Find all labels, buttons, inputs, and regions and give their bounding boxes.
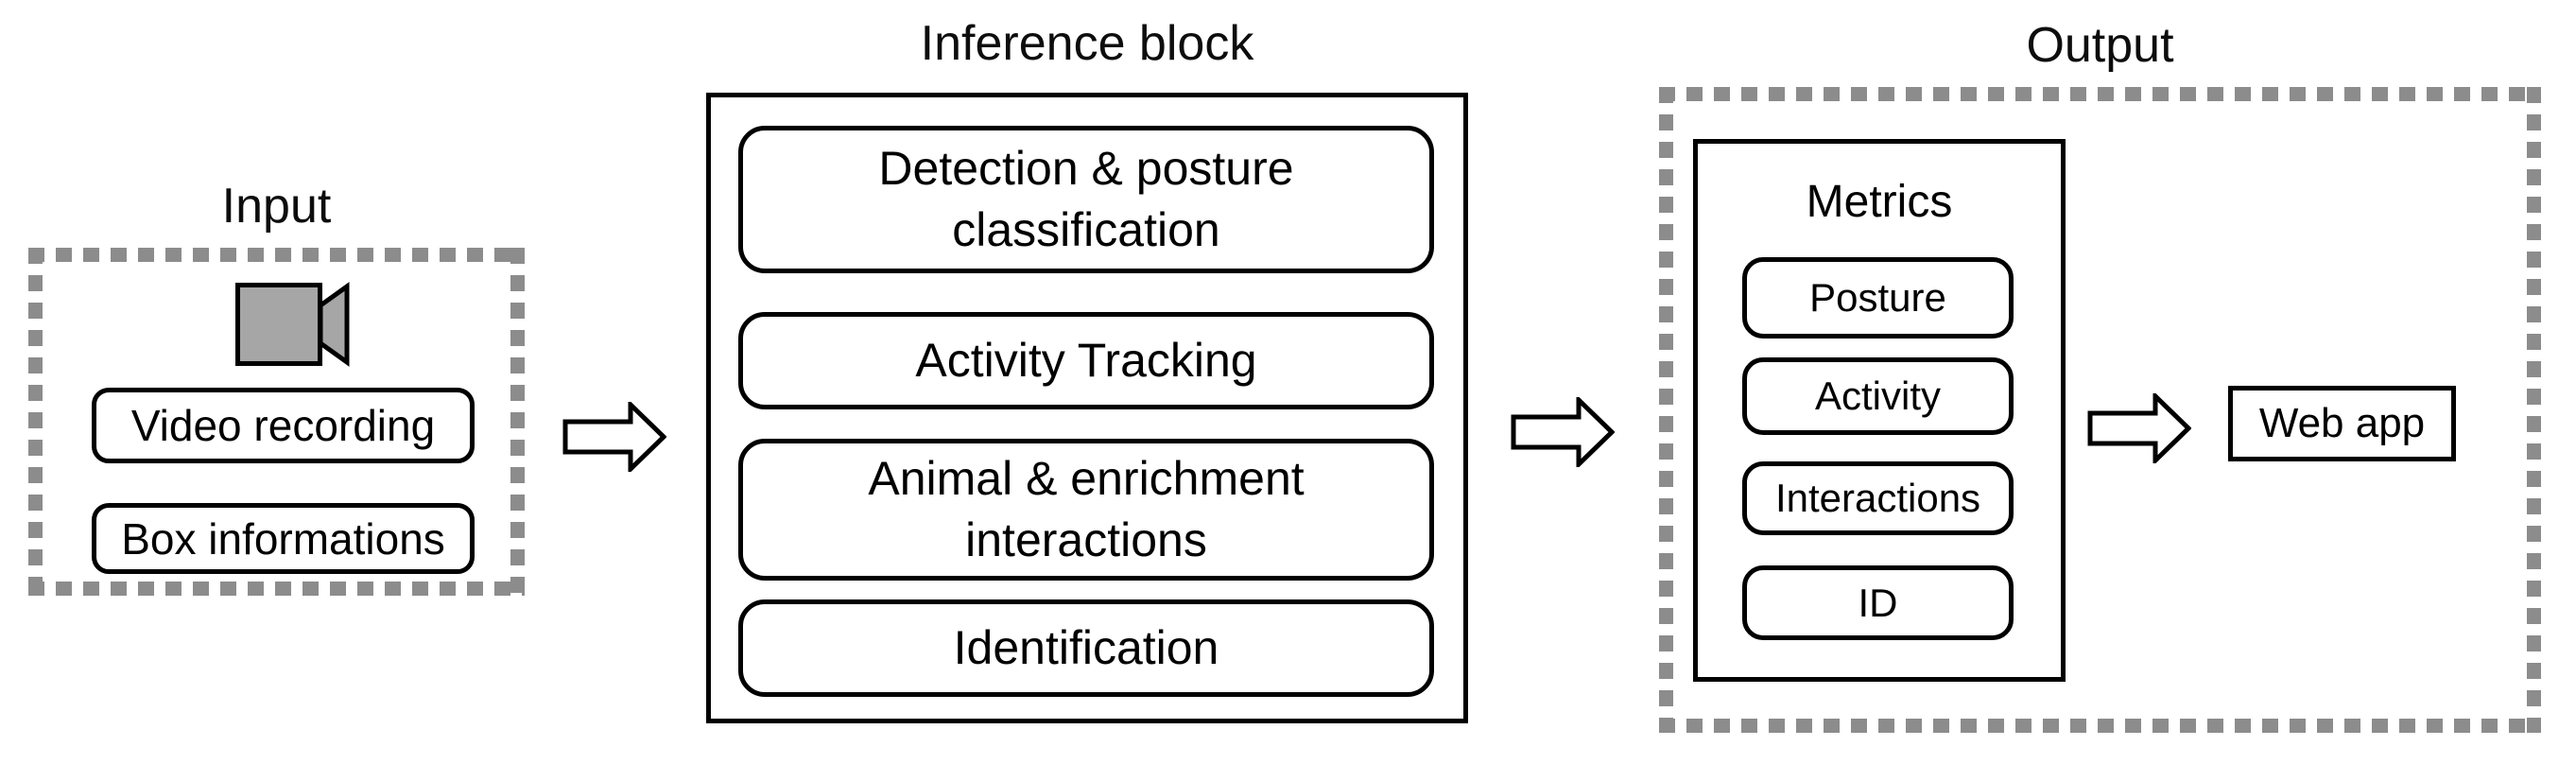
metric-item-label: ID [1858, 580, 1898, 625]
inference-step-label: Detection & posture classification [878, 142, 1294, 256]
inference-step-animal-enrichment: Animal & enrichment interactions [738, 439, 1434, 581]
inference-step-detection-posture: Detection & posture classification [738, 126, 1434, 273]
inference-step-identification: Identification [738, 599, 1434, 697]
inference-step-activity-tracking: Activity Tracking [738, 312, 1434, 409]
webapp-label: Web app [2258, 400, 2426, 446]
metric-item-activity: Activity [1742, 357, 2014, 435]
metric-item-id: ID [1742, 565, 2014, 640]
metric-item-label: Interactions [1774, 476, 1981, 520]
input-section-title: Input [221, 179, 332, 234]
inference-step-label: Animal & enrichment interactions [868, 452, 1305, 566]
metrics-title: Metrics [1806, 177, 1953, 227]
flow-arrow-icon [2087, 393, 2191, 463]
inference-section-title: Inference block [920, 16, 1254, 71]
metric-item-interactions: Interactions [1742, 461, 2014, 535]
output-section-title: Output [2026, 18, 2174, 73]
input-item-video-recording: Video recording [92, 388, 475, 463]
input-item-box-informations: Box informations [92, 503, 475, 574]
flow-arrow-icon [1511, 397, 1615, 467]
flow-arrow-icon [562, 402, 666, 472]
inference-step-label: Identification [953, 621, 1219, 674]
input-item-label: Video recording [130, 401, 436, 450]
webapp-box: Web app [2228, 386, 2456, 461]
input-item-label: Box informations [121, 513, 445, 564]
video-camera-icon [234, 280, 352, 369]
metric-item-label: Posture [1809, 275, 1946, 320]
metric-item-posture: Posture [1742, 257, 2014, 339]
inference-step-label: Activity Tracking [915, 334, 1257, 387]
metric-item-label: Activity [1814, 373, 1941, 418]
